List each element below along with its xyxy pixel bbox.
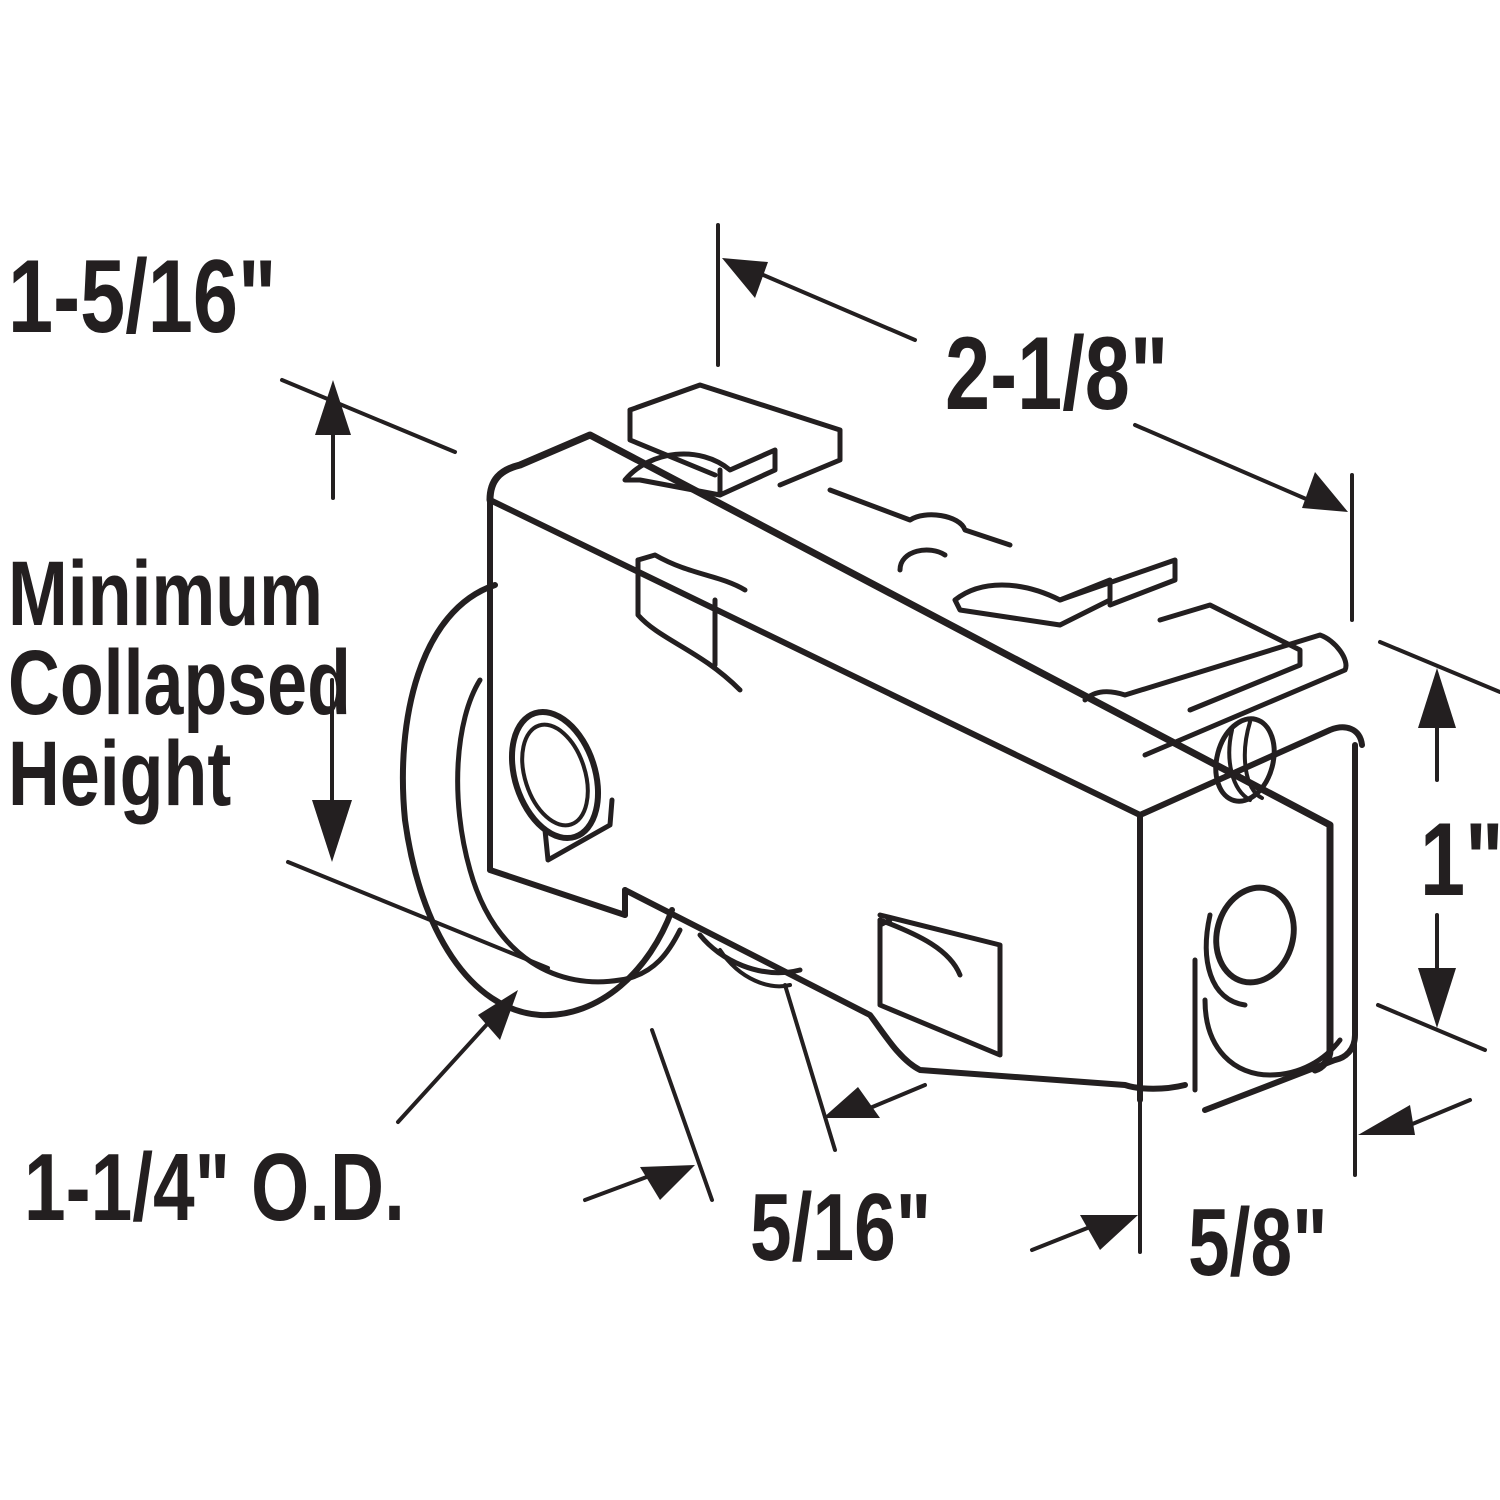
roller-housing xyxy=(486,382,1365,1113)
arrowhead-up xyxy=(315,380,351,435)
dimension-min-height xyxy=(280,378,550,970)
label-min-height-line1: Minimum xyxy=(8,543,323,645)
label-wheel-width: 5/16" xyxy=(750,1174,932,1281)
arrowhead-width-right xyxy=(823,1087,880,1118)
label-min-height-value: 1-5/16" xyxy=(8,239,277,355)
arrowhead-up xyxy=(1418,668,1456,728)
label-housing-height: 1" xyxy=(1420,802,1500,918)
arrowhead-down xyxy=(1418,968,1456,1028)
arrowhead-od xyxy=(478,990,518,1040)
label-housing-width: 5/8" xyxy=(1188,1189,1328,1296)
arrowhead-width-left xyxy=(640,1165,695,1200)
arrowhead-down xyxy=(312,800,352,862)
dimension-housing-width xyxy=(1030,1098,1472,1254)
arrowhead-left xyxy=(722,258,768,298)
dimension-wheel-od xyxy=(396,1008,502,1124)
label-min-height-line2: Collapsed xyxy=(8,632,351,734)
label-wheel-od: 1-1/4" O.D. xyxy=(24,1134,405,1241)
arrowhead-right xyxy=(1302,472,1348,512)
arrowhead-width-right xyxy=(1358,1105,1415,1135)
roller-wheel xyxy=(399,582,803,1019)
dimension-length xyxy=(716,223,1354,622)
arrowhead-width-left xyxy=(1080,1215,1138,1250)
label-length: 2-1/8" xyxy=(945,316,1169,432)
dimension-housing-height xyxy=(1353,640,1500,1177)
label-min-height-line3: Height xyxy=(8,723,232,825)
